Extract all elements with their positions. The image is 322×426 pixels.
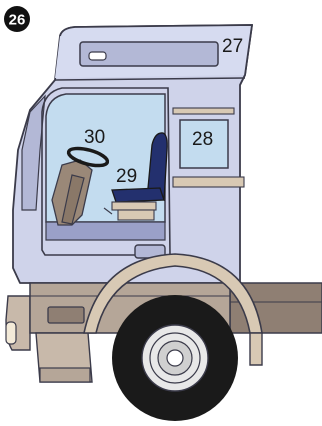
- lower-step: [40, 368, 90, 382]
- entry-step: [48, 307, 84, 323]
- headlight: [6, 322, 16, 344]
- roof-marker-lights: [80, 42, 218, 66]
- figure-number: 26: [9, 12, 26, 29]
- callout-30: 30: [84, 127, 105, 148]
- callout-29: 29: [116, 166, 137, 187]
- front-wheel: [112, 295, 238, 421]
- callout-27: 27: [222, 36, 243, 57]
- callout-28: 28: [192, 129, 213, 150]
- figure-number-badge: 26: [4, 6, 30, 32]
